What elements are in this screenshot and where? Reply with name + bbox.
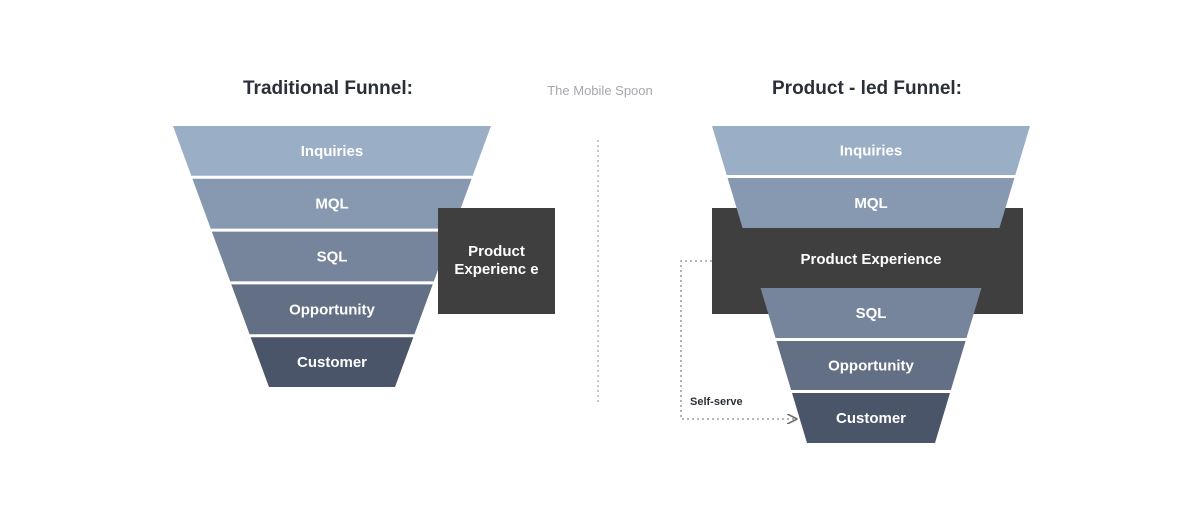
traditional-stage-mql-shape bbox=[192, 178, 472, 229]
traditional-stage-customer: Customer bbox=[250, 337, 414, 387]
watermark: The Mobile Spoon bbox=[547, 83, 653, 98]
product-led-stage-mql: MQL bbox=[727, 178, 1015, 228]
product-experience-box-product-led: Product Experience bbox=[712, 208, 1023, 314]
traditional-stage-customer-label: Customer bbox=[297, 354, 367, 371]
product-led-stage-sql-shape bbox=[760, 288, 982, 338]
product-led-stage-inquiries-shape bbox=[712, 126, 1030, 175]
product-led-stage-customer-label: Customer bbox=[836, 410, 906, 427]
traditional-stage-mql-label: MQL bbox=[315, 196, 348, 213]
traditional-stage-sql: SQL bbox=[211, 231, 453, 282]
product-led-stage-sql-label: SQL bbox=[856, 305, 887, 322]
product-experience-box-product-led-frame bbox=[712, 208, 1023, 314]
product-experience-box-traditional: Product Experienc e bbox=[438, 208, 555, 314]
traditional-funnel-title: Traditional Funnel: bbox=[243, 78, 413, 99]
product-led-funnel-title: Product - led Funnel: bbox=[772, 78, 962, 99]
product-led-stage-opportunity-shape bbox=[776, 341, 966, 390]
traditional-stage-opportunity-label: Opportunity bbox=[289, 301, 375, 318]
product-led-stage-inquiries: Inquiries bbox=[712, 126, 1030, 175]
traditional-stage-opportunity: Opportunity bbox=[231, 284, 433, 335]
traditional-stage-sql-label: SQL bbox=[317, 249, 348, 266]
traditional-stage-mql: MQL bbox=[192, 178, 472, 229]
traditional-stage-opportunity-shape bbox=[231, 284, 433, 335]
traditional-stage-inquiries-label: Inquiries bbox=[301, 143, 364, 160]
product-led-stage-opportunity-label: Opportunity bbox=[828, 358, 914, 375]
product-led-stage-mql-shape bbox=[727, 178, 1015, 228]
product-experience-box-label: Product Experience bbox=[801, 251, 942, 268]
self-serve-arrow bbox=[680, 260, 796, 419]
traditional-stage-sql-shape bbox=[211, 231, 453, 282]
product-led-stage-opportunity: Opportunity bbox=[776, 341, 966, 390]
product-led-stage-sql: SQL bbox=[760, 288, 982, 338]
traditional-stage-inquiries: Inquiries bbox=[173, 126, 491, 176]
traditional-stage-customer-shape bbox=[250, 337, 414, 387]
product-led-stage-inquiries-label: Inquiries bbox=[840, 143, 903, 160]
product-experience-box-shape bbox=[712, 208, 1023, 314]
product-led-stage-customer: Customer bbox=[792, 393, 950, 443]
self-serve-label: Self-serve bbox=[690, 396, 743, 408]
product-led-stage-customer-shape bbox=[792, 393, 950, 443]
traditional-stage-inquiries-shape bbox=[173, 126, 491, 176]
product-led-stage-mql-label: MQL bbox=[854, 195, 887, 212]
